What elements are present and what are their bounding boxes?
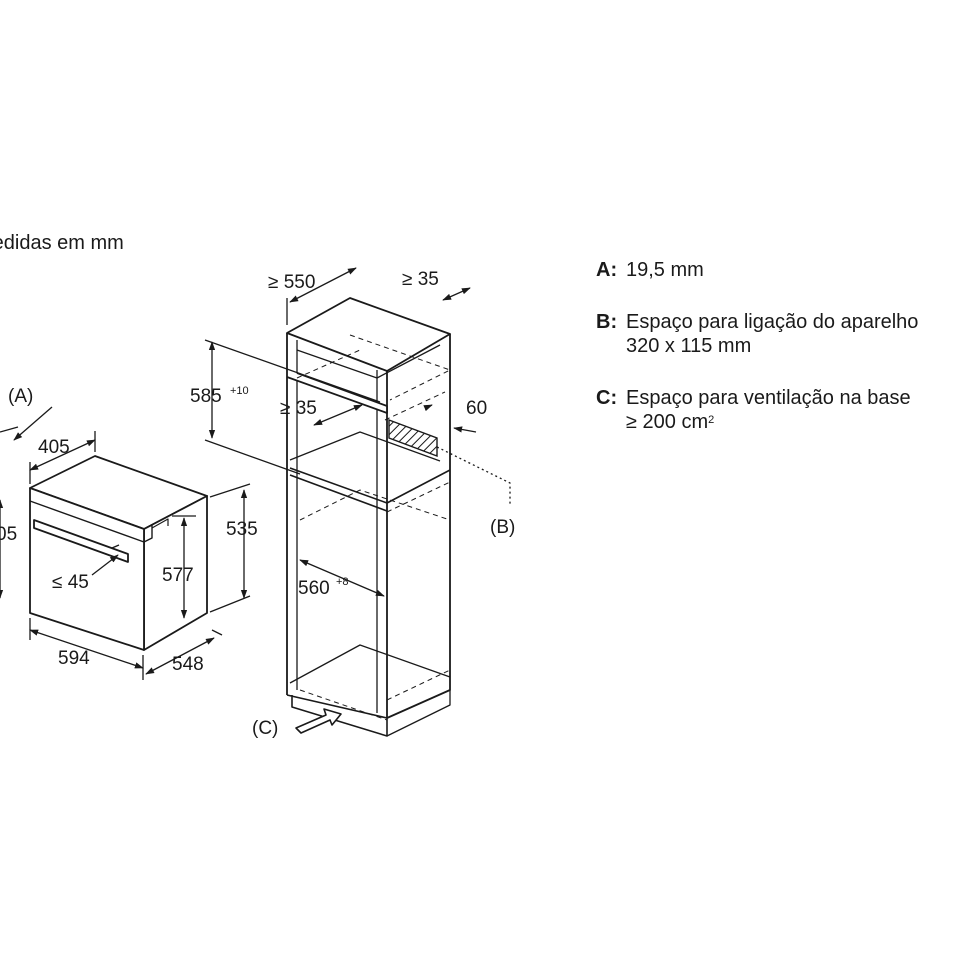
oven-dim-handle: ≤ 45 — [52, 572, 89, 593]
oven-dim-left-partial: 05 — [0, 524, 17, 545]
cabinet-dim-width-base: 560 — [298, 578, 330, 599]
oven-dim-depth-total: 548 — [172, 654, 204, 675]
oven-dim-front-height: 535 — [226, 519, 258, 540]
cabinet-dimension-lines — [204, 267, 477, 597]
legend-text-b-line1: Espaço para ligação do aparelho — [626, 311, 919, 333]
legend-text-a: 19,5 mm — [626, 259, 704, 281]
leader-b — [436, 446, 511, 506]
oven-drawing — [29, 455, 208, 651]
cabinet-label-c: (C) — [252, 718, 278, 739]
cabinet-label-b: (B) — [490, 517, 515, 538]
legend-key-c: C: — [596, 387, 618, 409]
oven-dim-body-depth: 405 — [38, 437, 70, 458]
cabinet-drawing — [286, 297, 451, 737]
cabinet-dim-height-sup: +10 — [230, 385, 249, 397]
legend-item-c: C: Espaço para ventilação na base ≥ 200 … — [596, 386, 970, 434]
legend-text-c-line2: ≥ 200 cm2 — [626, 410, 970, 434]
legend-key-b: B: — [596, 311, 618, 333]
connection-slot-hatch — [388, 418, 438, 458]
oven-dim-width: 594 — [58, 648, 90, 669]
cabinet-dim-height-base: 585 — [190, 386, 222, 407]
legend-text-c-sup: 2 — [708, 414, 715, 426]
legend-item-a: A: 19,5 mm — [596, 258, 970, 282]
cabinet-dim-inner-gap: ≥ 35 — [280, 398, 317, 419]
caption-text: Medidas em mm — [0, 232, 124, 254]
legend-key-a: A: — [596, 259, 618, 281]
legend-text-b-line2: 320 x 115 mm — [626, 335, 752, 357]
cabinet-dim-width-sup: +8 — [336, 576, 349, 588]
legend-text-c-base: ≥ 200 cm — [626, 411, 709, 433]
legend-text-c-line1: Espaço para ventilação na base — [626, 387, 911, 409]
oven-dimension-lines — [0, 406, 251, 680]
oven-label-a: (A) — [8, 386, 33, 407]
legend-item-b: B: Espaço para ligação do aparelho 320 x… — [596, 310, 970, 358]
cabinet-dim-slot: 60 — [466, 398, 487, 419]
ventilation-arrow — [295, 708, 342, 734]
cabinet-dim-back-gap: ≥ 35 — [402, 269, 439, 290]
cabinet-dashed-lines — [296, 334, 452, 721]
legend: A: 19,5 mm B: Espaço para ligação do apa… — [596, 258, 970, 462]
oven-dim-body-height: 577 — [162, 565, 194, 586]
cabinet-dim-depth: ≥ 550 — [268, 272, 315, 293]
